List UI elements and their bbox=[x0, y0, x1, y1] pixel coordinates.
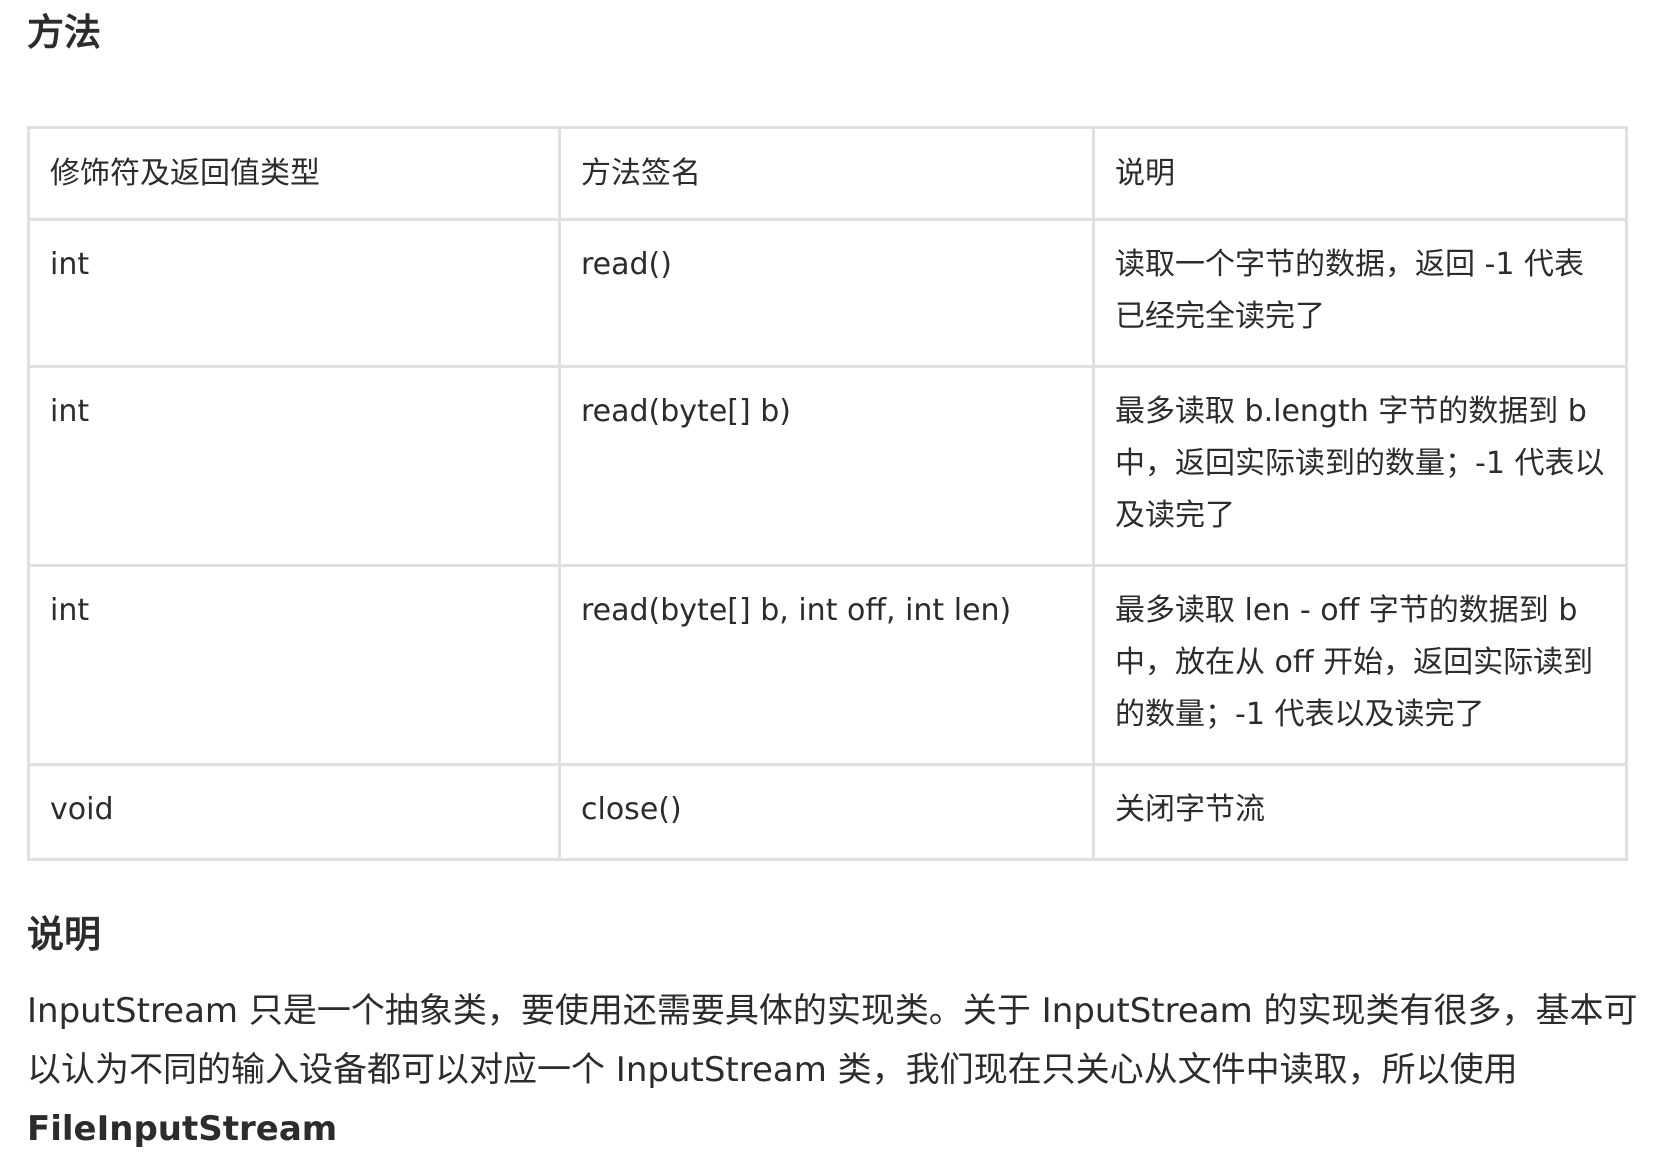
header-method-signature: 方法签名 bbox=[558, 126, 1095, 221]
table-row: int read(byte[] b, int off, int len) 最多读… bbox=[27, 564, 1628, 766]
header-return-type: 修饰符及返回值类型 bbox=[27, 126, 561, 221]
table-header-row: 修饰符及返回值类型 方法签名 说明 bbox=[27, 126, 1628, 221]
cell-return-type: int bbox=[27, 564, 561, 766]
paragraph-bold-class-name: FileInputStream bbox=[27, 1109, 338, 1149]
table-row: void close() 关闭字节流 bbox=[27, 763, 1628, 861]
description-paragraph: InputStream 只是一个抽象类，要使用还需要具体的实现类。关于 Inpu… bbox=[27, 982, 1647, 1159]
paragraph-text: InputStream 只是一个抽象类，要使用还需要具体的实现类。关于 Inpu… bbox=[27, 991, 1638, 1090]
cell-description: 最多读取 b.length 字节的数据到 b 中，返回实际读到的数量；-1 代表… bbox=[1092, 365, 1628, 567]
methods-heading: 方法 bbox=[27, 11, 101, 54]
cell-return-type: int bbox=[27, 365, 561, 567]
cell-description: 关闭字节流 bbox=[1092, 763, 1628, 861]
cell-method-signature: close() bbox=[558, 763, 1095, 861]
cell-return-type: int bbox=[27, 218, 561, 368]
table-row: int read(byte[] b) 最多读取 b.length 字节的数据到 … bbox=[27, 365, 1628, 567]
header-description: 说明 bbox=[1092, 126, 1628, 221]
cell-method-signature: read(byte[] b, int off, int len) bbox=[558, 564, 1095, 766]
cell-method-signature: read() bbox=[558, 218, 1095, 368]
description-heading: 说明 bbox=[27, 913, 101, 956]
table-row: int read() 读取一个字节的数据，返回 -1 代表已经完全读完了 bbox=[27, 218, 1628, 368]
cell-method-signature: read(byte[] b) bbox=[558, 365, 1095, 567]
cell-description: 最多读取 len - off 字节的数据到 b 中，放在从 off 开始，返回实… bbox=[1092, 564, 1628, 766]
cell-description: 读取一个字节的数据，返回 -1 代表已经完全读完了 bbox=[1092, 218, 1628, 368]
methods-table: 修饰符及返回值类型 方法签名 说明 int read() 读取一个字节的数据，返… bbox=[27, 126, 1628, 861]
cell-return-type: void bbox=[27, 763, 561, 861]
